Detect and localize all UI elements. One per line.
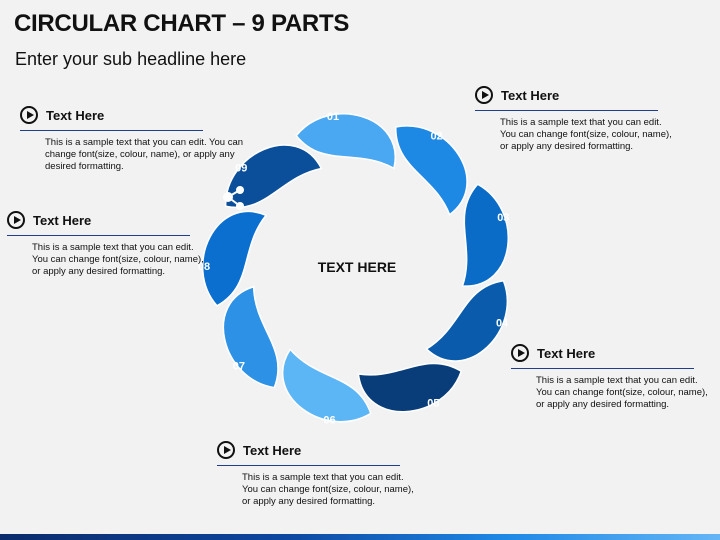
segment-01 [295,113,396,170]
segment-03 [461,183,509,287]
play-circle-icon[interactable] [7,211,25,229]
callout-1-rule [20,130,203,131]
callout-1: Text Here This is a sample text that you… [20,106,250,173]
segment-02 [395,125,468,216]
segment-04 [425,279,509,362]
play-circle-icon[interactable] [475,86,493,104]
segment-label-04: 04 [496,317,509,329]
callout-1-heading: Text Here [46,107,105,123]
callout-2-rule [7,235,190,236]
center-text: TEXT HERE [318,259,397,275]
segments-layer: 01 02 03 04 05 06 07 08 09 [198,111,510,426]
segment-07 [222,285,279,389]
segment-08 [201,210,268,307]
callout-4-body: This is a sample text that you can edit.… [536,375,708,410]
callout-2-body: This is a sample text that you can edit.… [32,242,204,277]
segment-label-09: 09 [235,163,247,175]
callout-3-heading: Text Here [501,87,560,103]
callout-3-rule [475,110,658,111]
bottom-accent-bar [0,534,720,540]
play-circle-icon[interactable] [20,106,38,124]
segment-label-03: 03 [497,212,509,224]
segment-label-01: 01 [327,111,339,123]
callout-5: Text Here This is a sample text that you… [217,441,447,508]
callout-3: Text Here This is a sample text that you… [475,86,705,153]
callout-1-body: This is a sample text that you can edit.… [45,137,244,172]
page-subtitle: Enter your sub headline here [15,49,247,69]
callout-4-rule [511,368,694,369]
segment-label-08: 08 [198,261,210,273]
callout-4-heading: Text Here [537,345,596,361]
callout-2: Text Here This is a sample text that you… [7,211,237,278]
page-title: CIRCULAR CHART – 9 PARTS [14,10,350,37]
callout-4: Text Here This is a sample text that you… [511,344,716,411]
callout-5-heading: Text Here [243,442,302,458]
segment-label-02: 02 [430,131,442,143]
play-circle-icon[interactable] [511,344,529,362]
segment-06 [282,348,372,423]
callout-5-body: This is a sample text that you can edit.… [242,472,414,507]
segment-label-06: 06 [323,414,335,426]
play-circle-icon[interactable] [217,441,235,459]
callout-5-rule [217,465,400,466]
segment-label-05: 05 [427,397,439,409]
callout-3-body: This is a sample text that you can edit.… [500,117,672,152]
segment-label-07: 07 [233,361,245,373]
segment-09 [224,144,323,209]
callout-2-heading: Text Here [33,212,92,228]
segment-05 [357,362,463,413]
share-nodes-icon [223,186,244,210]
